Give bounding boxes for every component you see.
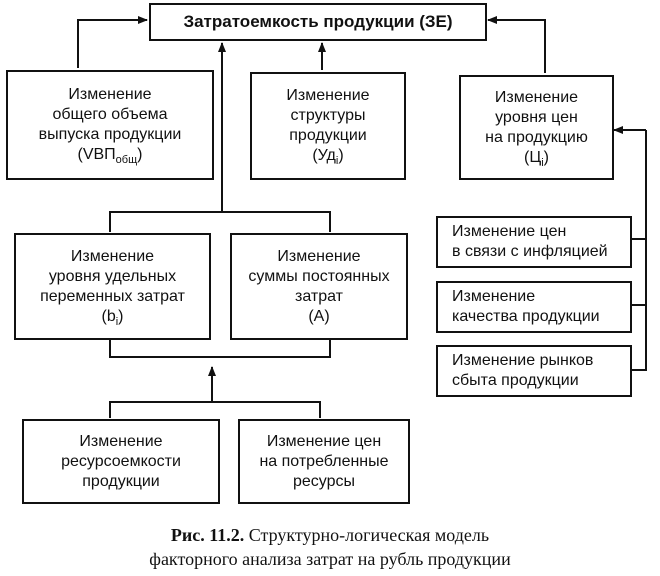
caption-line-1: Структурно-логическая модель <box>248 525 490 545</box>
structure-tail: ) <box>338 147 344 164</box>
figure-caption: Рис. 11.2. Структурно-логическая модель <box>0 524 660 546</box>
markets-box: Изменение рынков сбыта продукции <box>436 345 632 397</box>
inflation-box: Изменение цен в связи с инфляцией <box>436 216 632 268</box>
markets-text: Изменение рынков сбыта продукции <box>452 352 594 389</box>
total-volume-box: Изменение общего объема выпуска продукци… <box>6 70 214 180</box>
bracket-resources-top <box>109 401 321 418</box>
resource-prices-text: Изменение цен на потребленные ресурсы <box>259 432 389 490</box>
structure-box: Изменение структуры продукции (Удi) <box>250 72 406 180</box>
caption-line-2: факторного анализа затрат на рубль проду… <box>149 549 511 569</box>
resource-intensity-text: Изменение ресурсоемкости продукции <box>61 432 181 490</box>
resource-prices-box: Изменение цен на потребленные ресурсы <box>238 419 410 504</box>
resource-intensity-box: Изменение ресурсоемкости продукции <box>22 419 220 504</box>
fixed-costs-text: Изменение суммы постоянных затрат (А) <box>248 247 390 325</box>
cost-intensity-box: Затратоемкость продукции (ЗЕ) <box>149 3 487 41</box>
connector-factors-to-price <box>614 130 647 239</box>
structure-sub: i <box>335 155 339 168</box>
figure-caption-2: факторного анализа затрат на рубль проду… <box>0 548 660 570</box>
connector-price-to-title <box>487 16 546 73</box>
total-volume-sub: общ <box>115 154 138 167</box>
structure-text: Изменение структуры продукции (Уд <box>286 87 370 164</box>
variable-costs-tail: ) <box>118 307 124 325</box>
quality-box: Изменение качества продукции <box>436 281 632 333</box>
quality-text: Изменение качества продукции <box>452 288 600 325</box>
bracket-costs-top <box>109 211 331 232</box>
total-volume-text: Изменение общего объема выпуска продукци… <box>38 86 182 163</box>
fixed-costs-box: Изменение суммы постоянных затрат (А) <box>230 233 408 340</box>
variable-costs-sub: i <box>115 315 119 328</box>
variable-costs-box: Изменение уровня удельных переменных зат… <box>14 233 211 340</box>
price-level-text: Изменение уровня цен на продукцию (Ц <box>485 88 588 166</box>
price-level-tail: ) <box>543 148 549 166</box>
total-volume-tail: ) <box>137 146 143 163</box>
cost-intensity-title: Затратоемкость продукции (ЗЕ) <box>183 12 453 31</box>
bracket-costs-bottom <box>109 340 331 358</box>
connector-volume-to-title <box>77 16 148 68</box>
figure-label: Рис. 11.2. <box>170 525 245 545</box>
price-level-box: Изменение уровня цен на продукцию (Цi) <box>459 75 614 180</box>
variable-costs-text: Изменение уровня удельных переменных зат… <box>40 247 185 325</box>
price-level-sub: i <box>541 156 544 169</box>
inflation-text: Изменение цен в связи с инфляцией <box>452 223 608 260</box>
